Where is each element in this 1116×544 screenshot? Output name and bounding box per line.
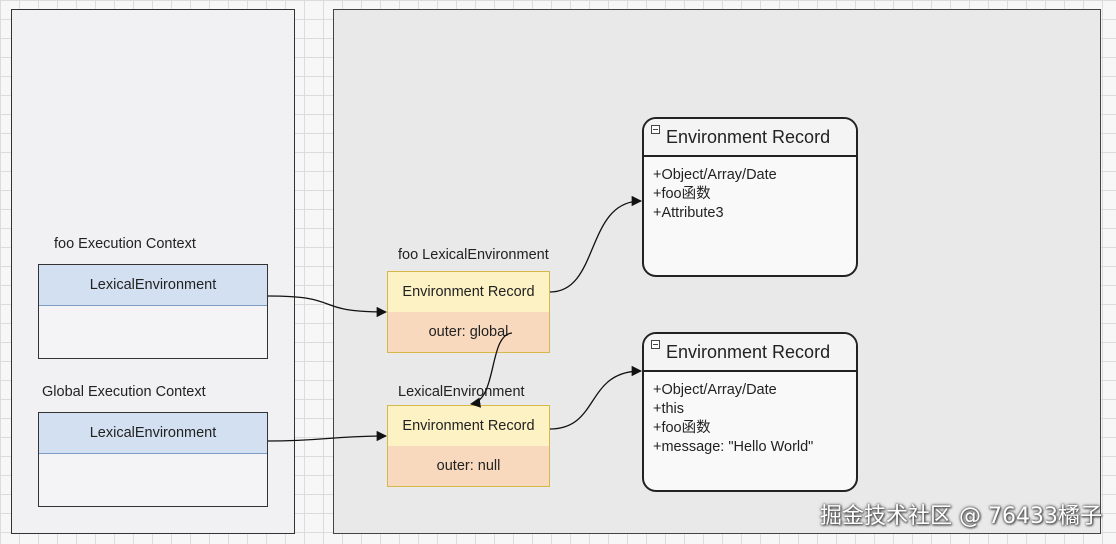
foo-context-lexical-environment-slot[interactable]: LexicalEnvironment <box>39 265 267 306</box>
foo-execution-context-title: foo Execution Context <box>54 236 196 252</box>
list-item: +this <box>653 401 685 417</box>
foo-lexical-environment[interactable]: Environment Record outer: global <box>387 271 550 353</box>
global-lexical-env-record-slot[interactable]: Environment Record <box>388 406 549 447</box>
global-environment-record-title: Environment Record <box>666 341 831 362</box>
list-item: +Object/Array/Date <box>653 382 777 398</box>
list-item: +foo函数 <box>653 186 711 202</box>
list-item: +foo函数 <box>653 420 711 436</box>
global-lexical-env-outer-slot[interactable]: outer: null <box>388 446 549 486</box>
global-lexical-environment-title: LexicalEnvironment <box>398 384 525 400</box>
global-environment-record-header: Environment Record <box>644 334 856 372</box>
list-item: +message: "Hello World" <box>653 439 814 455</box>
foo-environment-record[interactable]: Environment Record +Object/Array/Date +f… <box>642 117 858 277</box>
list-item: +Object/Array/Date <box>653 167 777 183</box>
collapse-icon[interactable] <box>651 340 660 349</box>
foo-execution-context[interactable]: LexicalEnvironment <box>38 264 268 359</box>
global-environment-record[interactable]: Environment Record +Object/Array/Date +t… <box>642 332 858 492</box>
foo-environment-record-header: Environment Record <box>644 119 856 157</box>
global-context-lexical-environment-slot[interactable]: LexicalEnvironment <box>39 413 267 454</box>
foo-lexical-env-outer-slot[interactable]: outer: global <box>388 312 549 352</box>
foo-lexical-environment-title: foo LexicalEnvironment <box>398 247 549 263</box>
list-item: +Attribute3 <box>653 205 724 221</box>
collapse-icon[interactable] <box>651 125 660 134</box>
global-execution-context-title: Global Execution Context <box>42 384 206 400</box>
foo-environment-record-items: +Object/Array/Date +foo函数 +Attribute3 <box>653 166 777 223</box>
global-environment-record-items: +Object/Array/Date +this +foo函数 +message… <box>653 381 813 457</box>
foo-lexical-env-record-slot[interactable]: Environment Record <box>388 272 549 313</box>
watermark: 掘金技术社区 @ 76433橘子 <box>820 504 1102 529</box>
foo-environment-record-title: Environment Record <box>666 126 831 147</box>
global-lexical-environment[interactable]: Environment Record outer: null <box>387 405 550 487</box>
global-execution-context[interactable]: LexicalEnvironment <box>38 412 268 507</box>
